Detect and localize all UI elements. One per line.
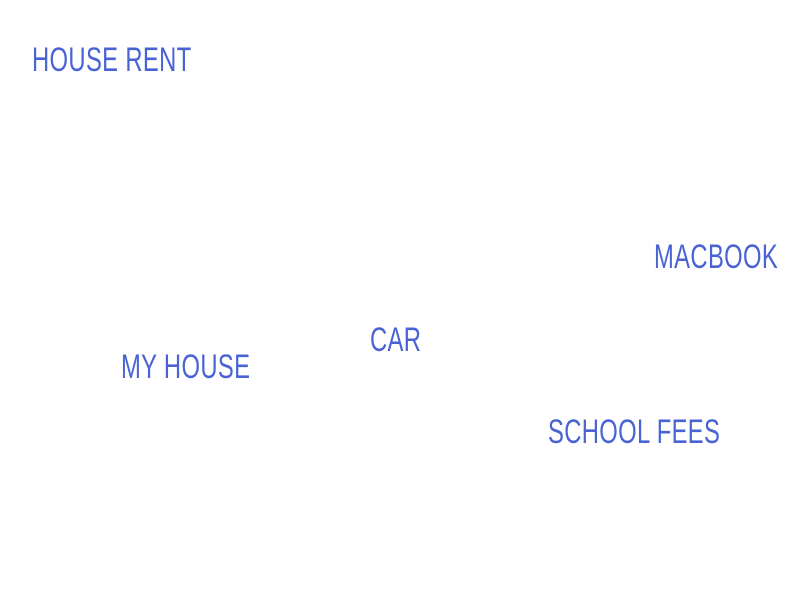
label-car: CAR bbox=[370, 321, 422, 359]
label-my-house: MY HOUSE bbox=[121, 348, 251, 386]
label-house-rent: HOUSE RENT bbox=[32, 41, 192, 79]
label-macbook: MACBOOK bbox=[654, 238, 779, 276]
label-school-fees: SCHOOL FEES bbox=[548, 413, 721, 451]
